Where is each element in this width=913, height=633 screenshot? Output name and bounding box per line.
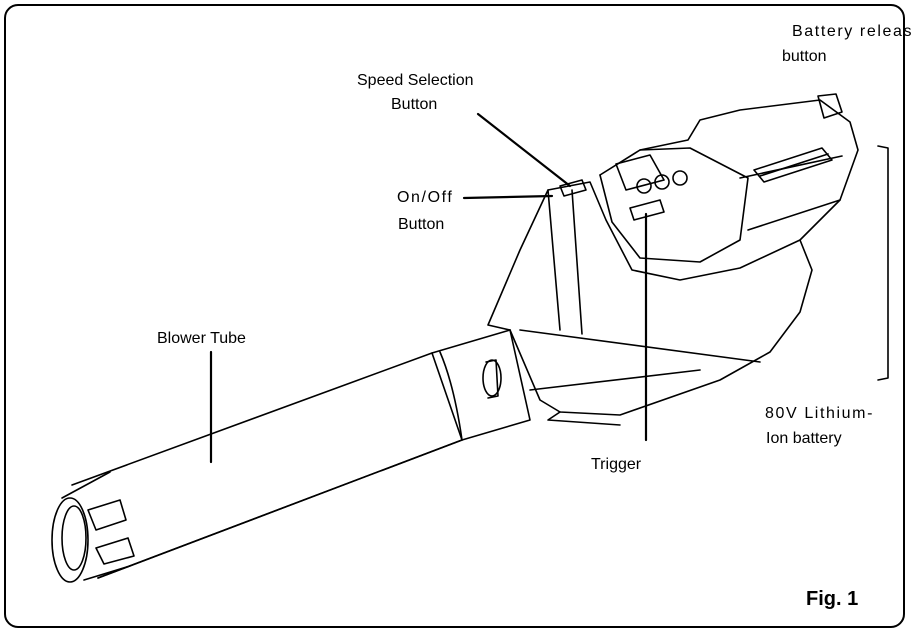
figure-frame [4, 4, 905, 628]
battery-label-line1: 80V Lithium- [765, 405, 875, 422]
blower-tube [71, 329, 531, 579]
battery-release-label-line2: button [782, 48, 827, 65]
leader-speed-selection [476, 112, 572, 188]
blower-housing [487, 93, 859, 426]
battery-bracket [877, 145, 889, 381]
speed-selection-label-line1: Speed Selection [357, 72, 474, 89]
on-off-label-line1: On/Off [397, 189, 454, 206]
figure-caption: Fig. 1 [806, 588, 859, 610]
blower-tube-label: Blower Tube [157, 330, 246, 347]
on-off-label-line2: Button [398, 216, 445, 233]
leader-on-off [462, 194, 554, 200]
battery-release-label-line1: Battery release [792, 23, 913, 40]
trigger-label: Trigger [591, 456, 642, 473]
speed-selection-label-line2: Button [391, 96, 438, 113]
battery-label-line2: Ion battery [766, 430, 842, 447]
blower-nozzle [51, 471, 135, 583]
